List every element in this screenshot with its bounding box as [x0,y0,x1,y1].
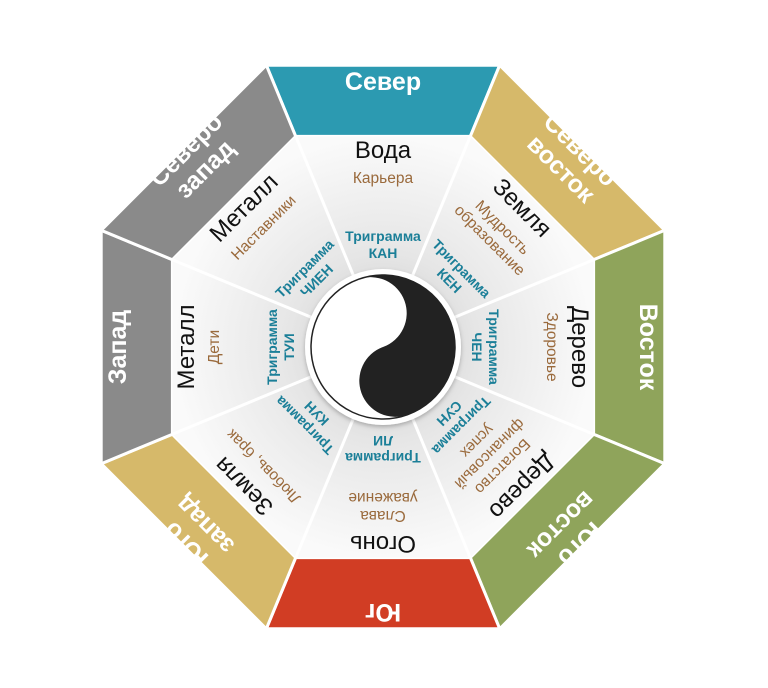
trigram-text: ЧЕН [469,332,485,361]
yin-yang-icon [305,269,461,425]
element-block-west: Металл Дети [173,305,223,390]
sector-divider [171,258,315,320]
life-area-text: Слава [360,507,406,524]
direction-text: Юг [365,598,401,626]
direction-text: Запад [104,310,132,385]
sector-divider [294,415,356,559]
sector-divider [410,135,472,279]
sector-divider [410,415,472,559]
life-area-text: Дети [206,330,223,364]
life-area-text: уважение [348,489,417,506]
trigram-text: Триграмма [264,309,280,385]
sector-divider [451,374,595,436]
sector-divider [451,258,595,320]
direction-text: Север [345,68,421,96]
direction-label-east: Восток [634,304,662,391]
element-name: Дерево [566,306,593,388]
trigram-text: ЛИ [373,433,393,449]
direction-label-west: Запад [104,310,132,385]
trigram-text: КАН [369,245,398,261]
direction-label-south: Юг [365,598,401,626]
outer-direction-ring [98,62,668,632]
trigram-text: Триграмма [486,309,502,385]
element-name: Металл [173,305,200,390]
life-area-text: Карьера [353,170,414,187]
trigram-text: Триграмма [345,450,421,466]
sector-divider [171,374,315,436]
sector-divider [294,135,356,279]
element-name: Вода [355,137,412,164]
trigram-text: ТУИ [281,333,297,360]
direction-text: Восток [634,304,662,391]
element-name: Огонь [350,530,416,557]
trigram-text: Триграмма [345,228,421,244]
direction-label-north: Север [345,68,421,96]
life-area-text: Здоровье [543,312,560,381]
element-block-east: Дерево Здоровье [543,306,593,388]
